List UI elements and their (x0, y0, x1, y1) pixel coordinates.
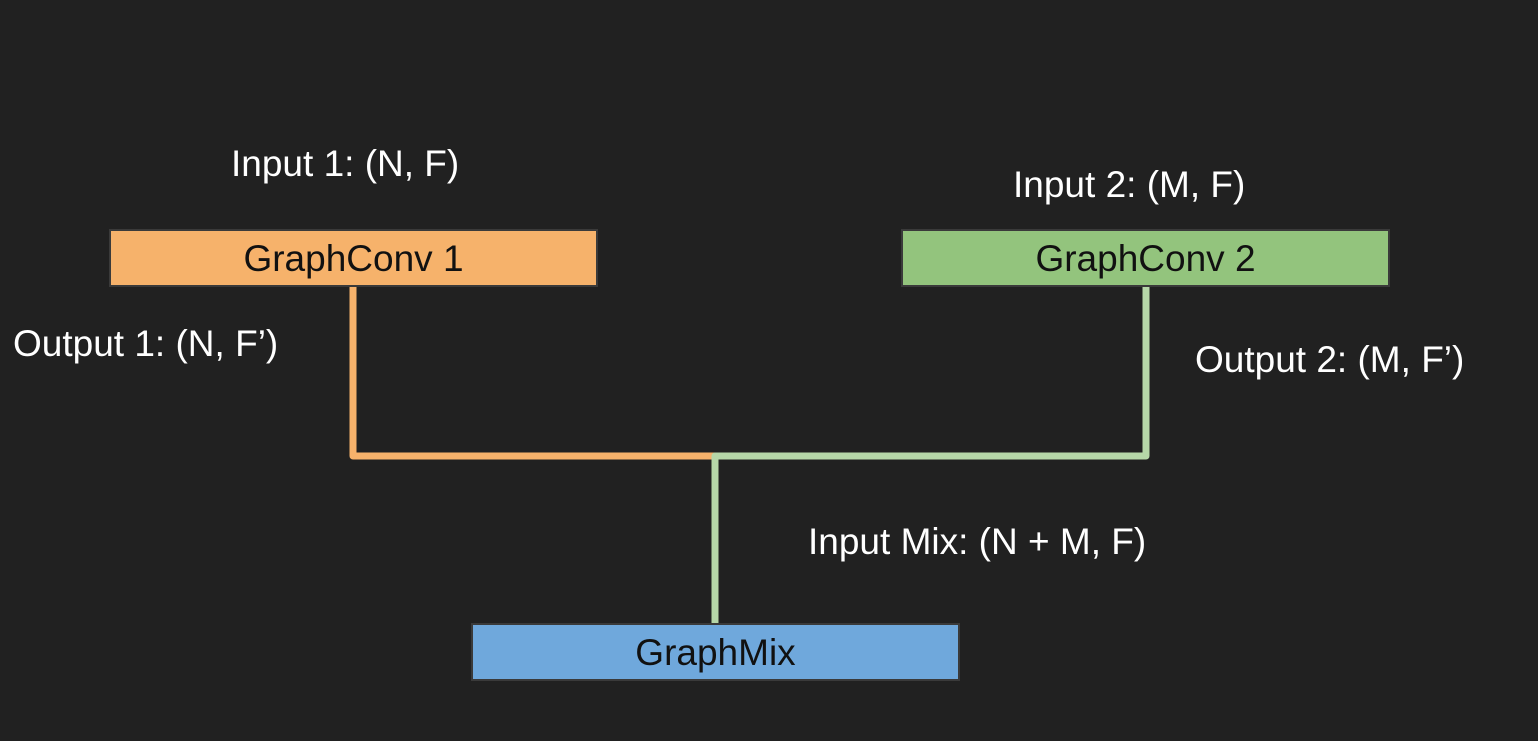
graphmix-node: GraphMix (471, 623, 960, 681)
graphconv1-node: GraphConv 1 (109, 229, 598, 287)
output2-label: Output 2: (M, F’) (1195, 339, 1465, 380)
graphconv1-label: GraphConv 1 (243, 237, 464, 279)
edge-graphconv1-to-mix (349, 282, 719, 460)
edge-graphconv2-to-mix (711, 282, 1150, 628)
output1-label: Output 1: (N, F’) (13, 323, 279, 364)
graphconv2-label: GraphConv 2 (1035, 237, 1256, 279)
input2-label: Input 2: (M, F) (1013, 164, 1246, 205)
input-mix-label: Input Mix: (N + M, F) (808, 521, 1147, 562)
input1-label: Input 1: (N, F) (231, 143, 460, 184)
graphmix-label: GraphMix (635, 631, 796, 673)
graphconv2-node: GraphConv 2 (901, 229, 1390, 287)
